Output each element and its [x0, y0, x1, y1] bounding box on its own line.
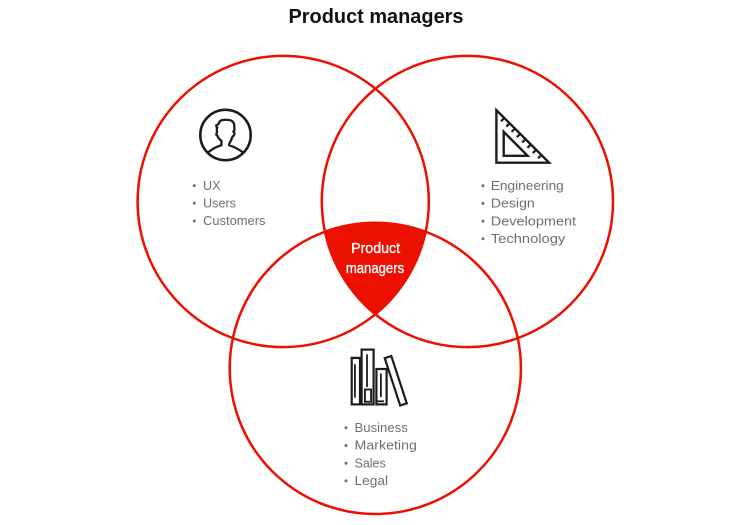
svg-text:Users: Users [203, 196, 236, 211]
svg-text:Customers: Customers [203, 213, 266, 228]
svg-text:Marketing: Marketing [355, 438, 417, 453]
svg-text:Design: Design [491, 196, 535, 211]
svg-text:UX: UX [203, 178, 221, 193]
svg-text:Legal: Legal [355, 473, 389, 488]
svg-text:Technology: Technology [491, 231, 566, 246]
svg-text:managers: managers [346, 260, 404, 277]
svg-text:Engineering: Engineering [491, 178, 564, 193]
svg-text:Business: Business [355, 420, 409, 435]
svg-text:Product: Product [351, 240, 401, 257]
svg-text:Product managers: Product managers [289, 6, 464, 28]
svg-text:Development: Development [491, 213, 577, 228]
svg-text:Sales: Sales [355, 455, 387, 470]
